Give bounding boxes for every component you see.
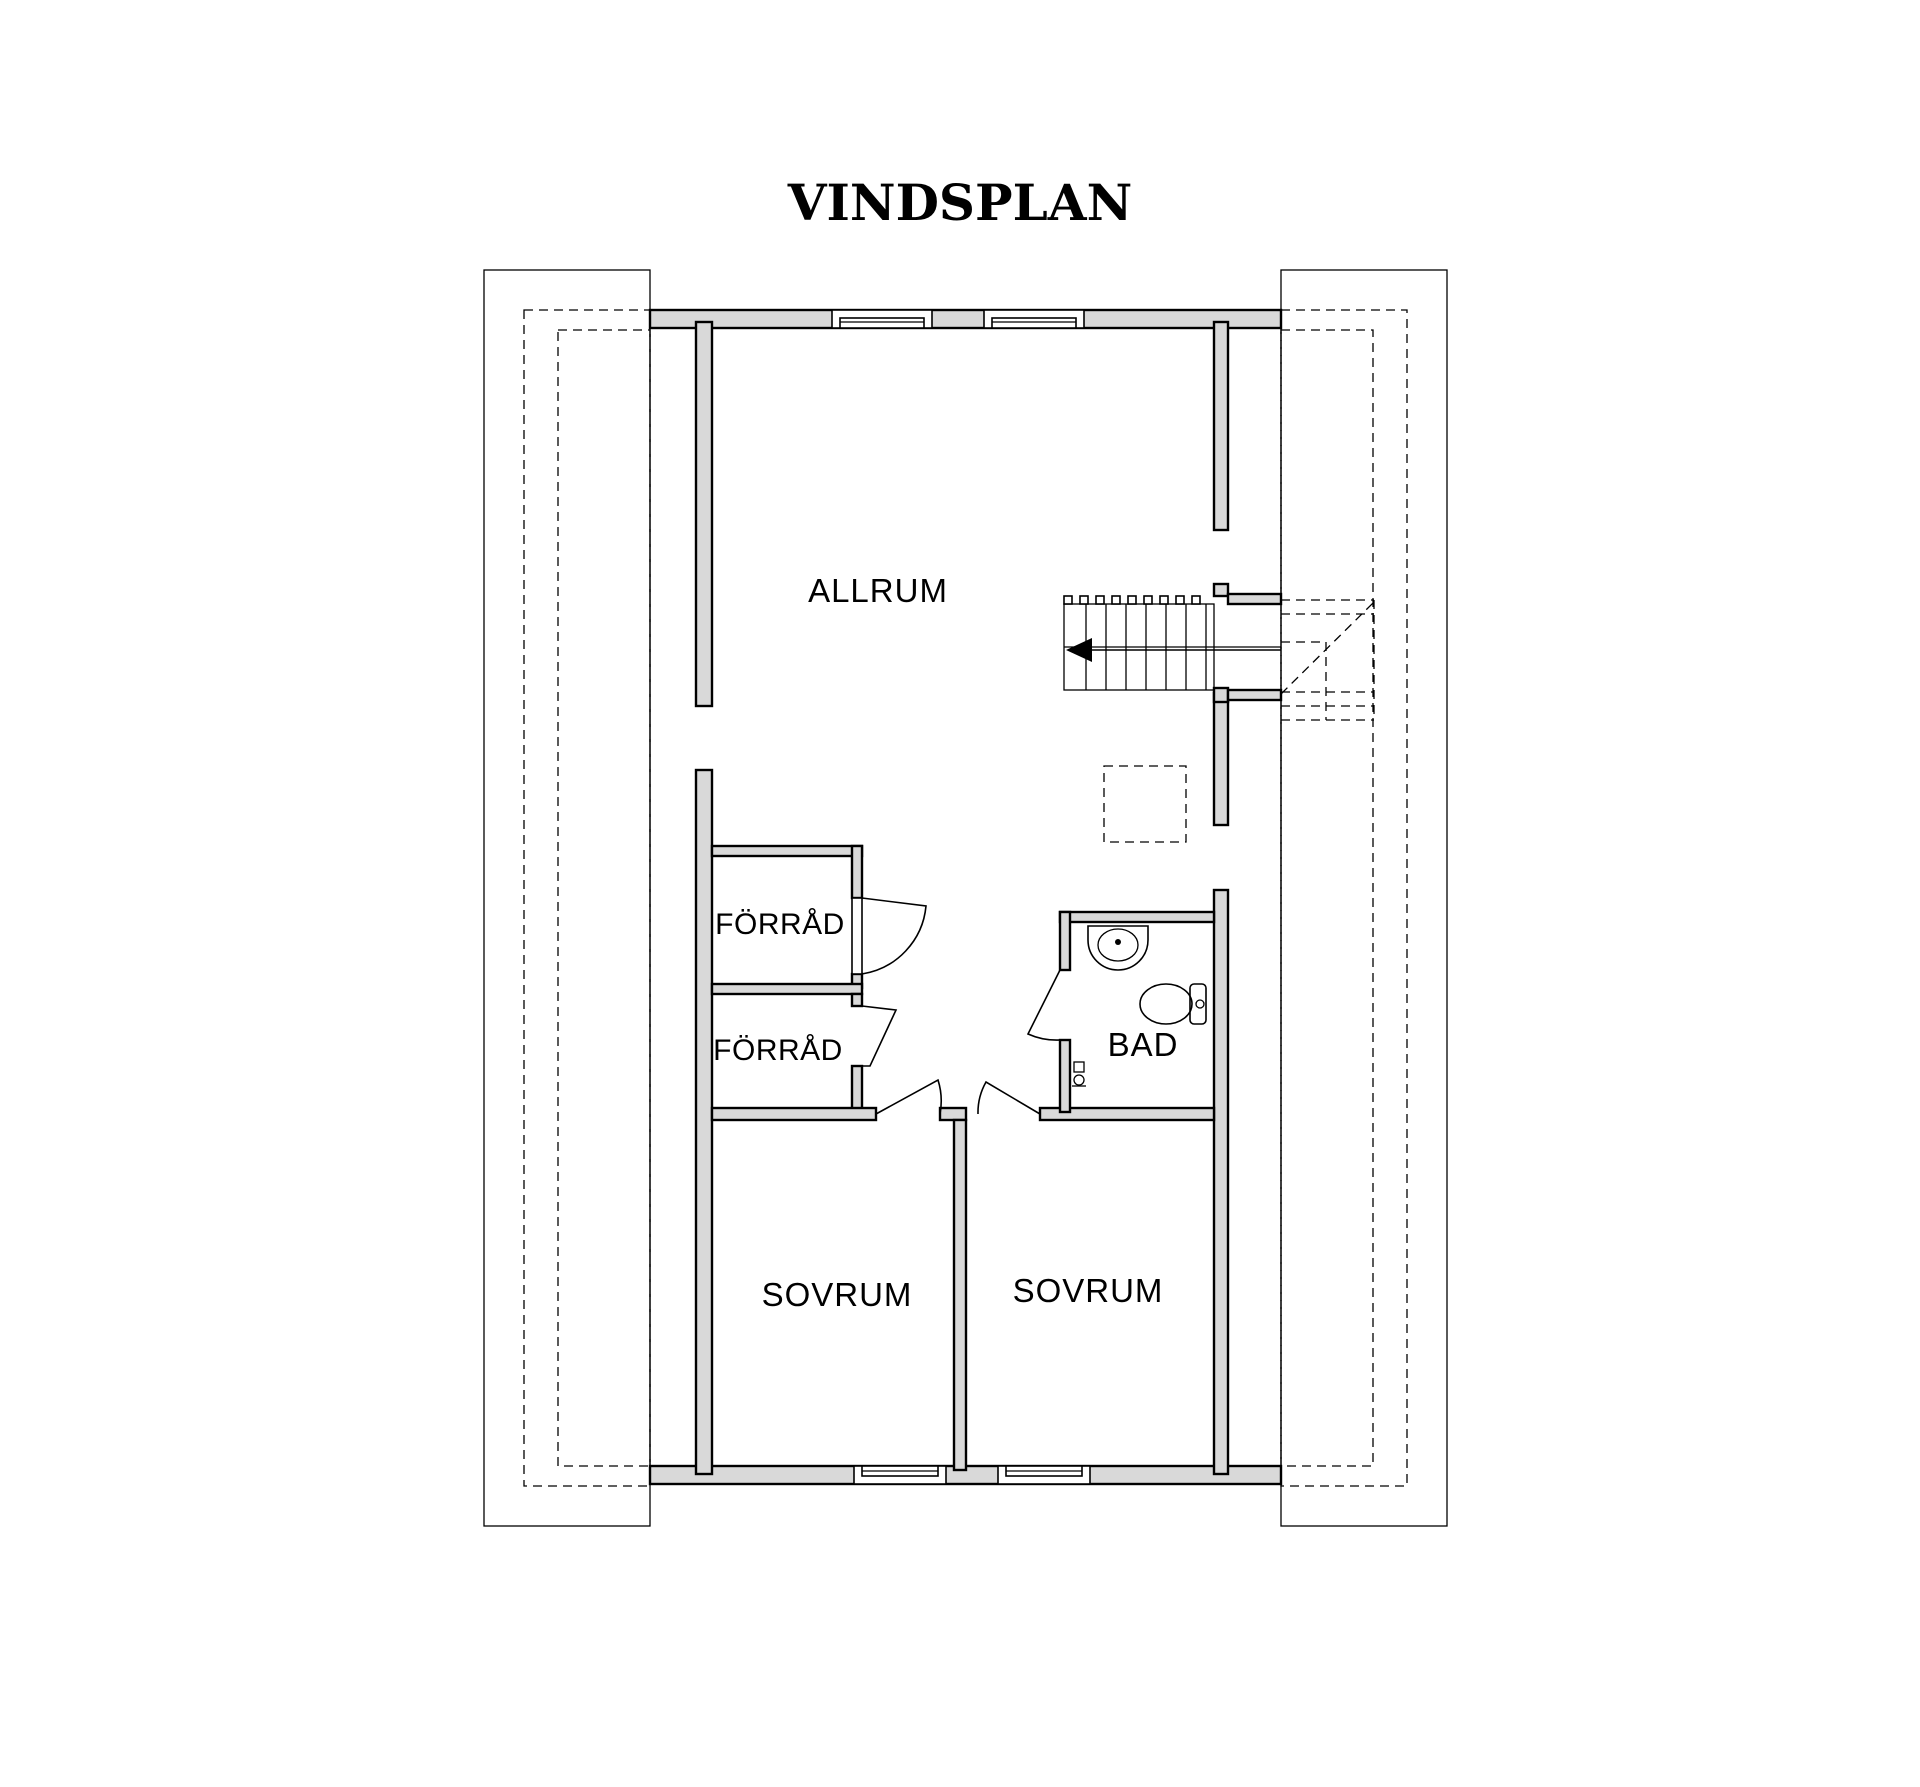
roof-right	[1280, 269, 1448, 1527]
room-label-sovrum-right: SOVRUM	[1013, 1272, 1164, 1309]
room-label-allrum: ALLRUM	[808, 572, 948, 609]
door-sovrum-right[interactable]	[977, 1080, 1041, 1115]
window-top-right	[983, 309, 1085, 329]
plan-title: VINDSPLAN	[787, 173, 1133, 232]
room-label-forrad-upper: FÖRRÅD	[715, 908, 845, 941]
stair-arrow-icon	[1066, 638, 1281, 662]
outer-walls	[648, 308, 1283, 1486]
shower-icon	[1072, 1061, 1086, 1087]
window-bottom-right	[997, 1465, 1091, 1485]
door-forrad-lower[interactable]	[861, 1005, 898, 1067]
toilet-icon	[1139, 983, 1207, 1025]
room-label-forrad-lower: FÖRRÅD	[713, 1034, 843, 1067]
attic-hatch	[1103, 765, 1187, 843]
door-sovrum-left[interactable]	[875, 1078, 943, 1115]
window-top-left	[831, 309, 933, 329]
room-label-bad: BAD	[1108, 1026, 1179, 1063]
door-forrad-upper[interactable]	[851, 897, 927, 975]
window-bottom-left	[853, 1465, 947, 1485]
staircase	[1063, 595, 1375, 721]
door-bad[interactable]	[1026, 969, 1061, 1041]
washbasin-icon	[1087, 925, 1149, 971]
room-label-sovrum-left: SOVRUM	[762, 1276, 913, 1313]
roof-left	[483, 269, 651, 1527]
interior-walls	[710, 582, 1283, 1472]
